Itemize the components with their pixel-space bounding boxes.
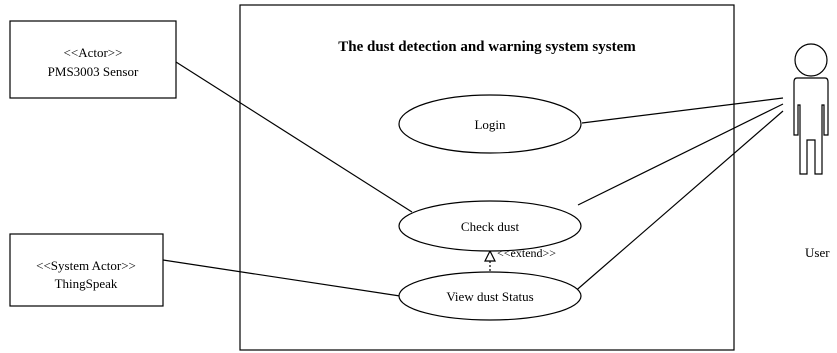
actor-thingspeak-name: ThingSpeak — [55, 276, 118, 291]
user-actor-icon[interactable] — [793, 43, 829, 175]
extend-arrowhead — [484, 249, 496, 262]
association-sensor-check — [175, 61, 413, 213]
use-case-view-dust-status-label: View dust Status — [446, 289, 533, 304]
use-case-check-dust[interactable] — [398, 200, 582, 252]
association-user-login — [581, 97, 784, 124]
actor-box-pms-sensor[interactable] — [9, 20, 177, 99]
actor-thingspeak-stereotype: <<System Actor>> — [36, 258, 136, 273]
use-case-login[interactable] — [398, 94, 582, 154]
actor-user-name: User — [805, 245, 830, 260]
association-user-check — [577, 103, 784, 206]
system-title: The dust detection and warning system sy… — [338, 39, 636, 55]
association-user-view — [571, 110, 784, 295]
user-head — [794, 43, 828, 77]
user-body — [793, 77, 829, 175]
use-case-login-label: Login — [474, 117, 506, 132]
actor-pms-sensor-name: PMS3003 Sensor — [48, 64, 139, 79]
association-thingspeak-view — [162, 259, 401, 297]
actor-box-thingspeak[interactable] — [9, 233, 164, 307]
actor-pms-sensor-stereotype: <<Actor>> — [64, 45, 123, 60]
use-case-view-dust-status[interactable] — [398, 271, 582, 321]
use-case-check-dust-label: Check dust — [461, 219, 520, 234]
